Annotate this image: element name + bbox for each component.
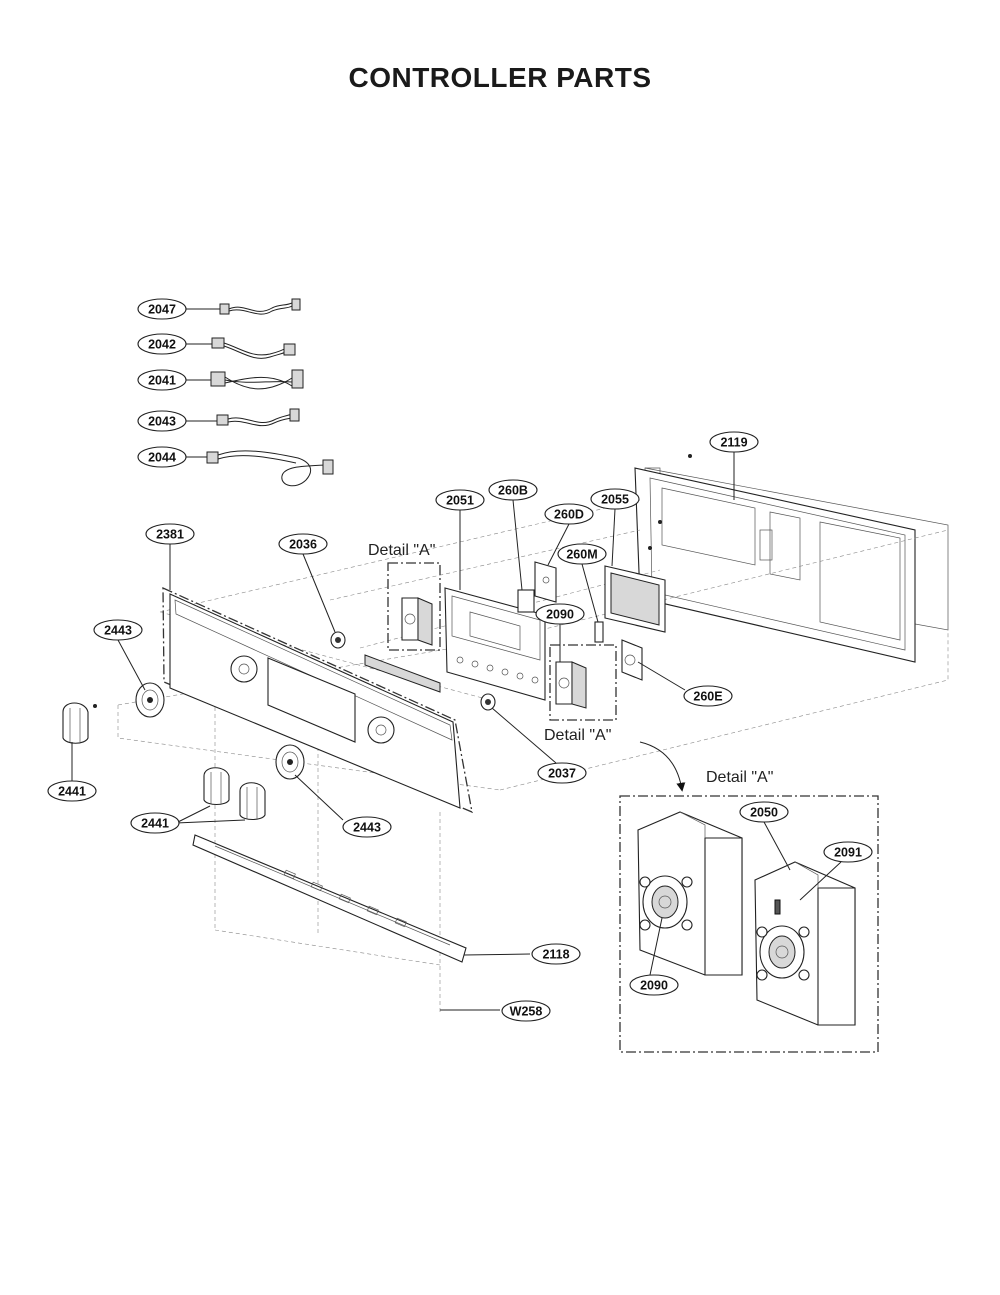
chassis-frame-2119: [634, 454, 949, 663]
page-title: CONTROLLER PARTS: [348, 62, 652, 93]
detail-a-marker-left: [387, 562, 441, 651]
knob-bezel-2443-left: [135, 682, 165, 718]
wire-harness-2044: [206, 450, 334, 487]
knob-2441-left: [62, 702, 97, 744]
callout-2043: 2043: [137, 410, 187, 432]
callout-2050: 2050: [739, 801, 789, 823]
callout-2044: 2044: [137, 446, 187, 468]
callout-2118: 2118: [531, 943, 581, 965]
callout-label: 2041: [148, 374, 176, 388]
callout-label: 2042: [148, 338, 176, 352]
detail-a-label-top: Detail "A": [368, 542, 435, 559]
front-panel-2381: [162, 586, 473, 814]
callout-2441-left: 2441: [47, 780, 97, 802]
part-260D: [534, 561, 557, 603]
callout-label: 2381: [156, 528, 184, 542]
callout-2042: 2042: [137, 333, 187, 355]
callout-label: 2037: [548, 767, 576, 781]
part-260E: [621, 639, 643, 681]
callout-label: W258: [510, 1005, 543, 1019]
callout-2441-center: 2441: [130, 812, 180, 834]
callout-2443-left: 2443: [93, 619, 143, 641]
callout-label: 2118: [542, 948, 569, 962]
callout-label: 260D: [554, 508, 584, 522]
mounting-bracket-2118: [192, 834, 467, 963]
detail-a-marker-right: [549, 644, 617, 721]
callout-260E: 260E: [683, 685, 733, 707]
callout-260D: 260D: [544, 503, 594, 525]
callout-260B: 260B: [488, 479, 538, 501]
callout-label: 2090: [640, 979, 668, 993]
callout-label: 2044: [148, 451, 176, 465]
callout-label: 2443: [353, 821, 381, 835]
callout-label: 2441: [58, 785, 86, 799]
callout-2055: 2055: [590, 488, 640, 510]
detail-a-label-enlarged: Detail "A": [706, 769, 773, 786]
callout-label: 260E: [693, 690, 722, 704]
callout-2041: 2041: [137, 369, 187, 391]
callout-label: 260M: [566, 548, 597, 562]
callout-label: 2443: [104, 624, 132, 638]
callout-label: 2051: [446, 494, 474, 508]
callout-W258: W258: [501, 1000, 551, 1022]
callout-260M: 260M: [557, 543, 607, 565]
callout-label: 2441: [141, 817, 169, 831]
callout-label: 2090: [546, 608, 574, 622]
callout-2090-main: 2090: [535, 603, 585, 625]
knob-bezel-2443-center: [275, 744, 305, 780]
callout-2036: 2036: [278, 533, 328, 555]
part-260M: [594, 621, 604, 643]
part-260B: [517, 589, 535, 613]
callout-2037: 2037: [537, 762, 587, 784]
knob-2441-middle: [203, 767, 230, 806]
callout-2091: 2091: [823, 841, 873, 863]
callout-2443-center: 2443: [342, 816, 392, 838]
detail-a-label-bottom: Detail "A": [544, 727, 611, 744]
callout-label: 2043: [148, 415, 176, 429]
callout-label: 2091: [834, 846, 862, 860]
wire-harness-2047: [219, 298, 301, 315]
callout-label: 2119: [720, 436, 747, 450]
callout-2090-detail: 2090: [629, 974, 679, 996]
wire-harness-2043: [216, 408, 300, 427]
callout-label: 2050: [750, 806, 778, 820]
wire-harness-2041: [210, 369, 304, 390]
leader-lines: [71, 308, 842, 1011]
callout-label: 260B: [498, 484, 528, 498]
callout-label: 2047: [148, 303, 176, 317]
callout-2047: 2047: [137, 298, 187, 320]
detail-a-enlarged: [619, 795, 879, 1053]
callout-2119: 2119: [709, 431, 759, 453]
callout-label: 2055: [601, 493, 629, 507]
encoder-2036: [330, 631, 346, 649]
callout-label: 2036: [289, 538, 317, 552]
wire-harness-2042: [211, 337, 296, 359]
callout-2051: 2051: [435, 489, 485, 511]
callout-2381: 2381: [145, 523, 195, 545]
lcd-display-2055: [604, 565, 666, 633]
knob-2441-right: [239, 782, 266, 821]
display-board-2051: [444, 587, 546, 701]
detail-arrow: [639, 741, 686, 792]
encoder-2037: [480, 693, 496, 711]
